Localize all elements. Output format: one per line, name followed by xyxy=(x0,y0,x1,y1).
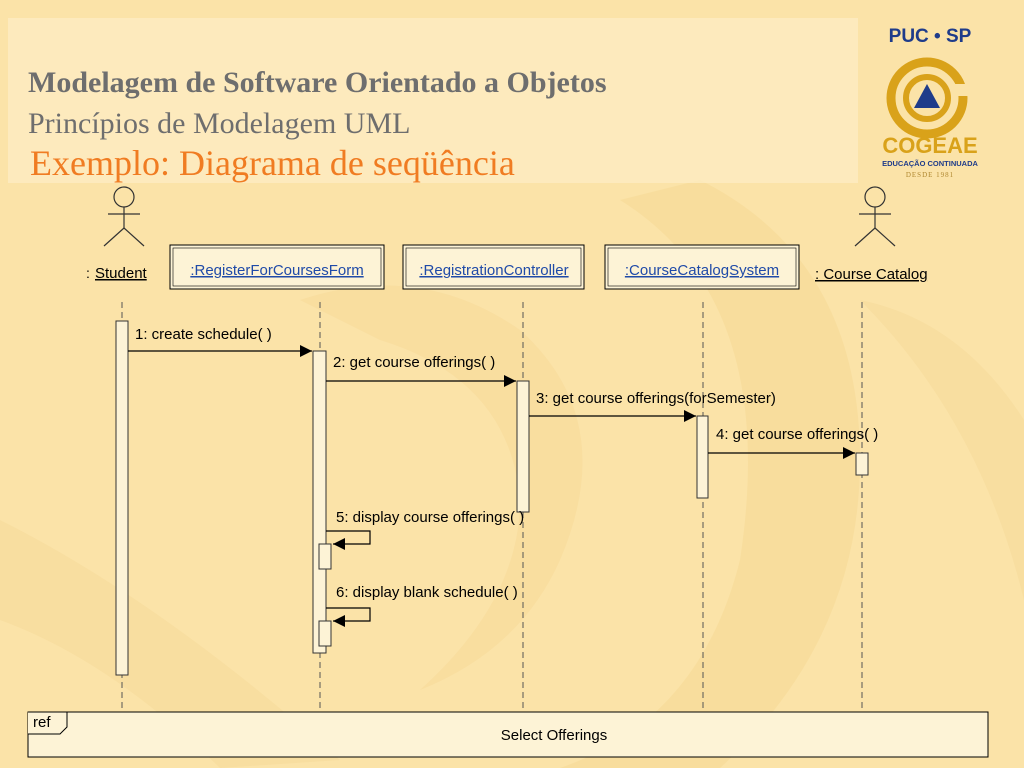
logo-since: DESDE 1981 xyxy=(906,171,954,179)
actor-student-prefix: : xyxy=(86,265,90,281)
message-5: 5: display course offerings( ) xyxy=(326,509,524,550)
object-register-form-label: :RegisterForCoursesForm xyxy=(190,262,363,279)
logo-emblem-icon xyxy=(886,57,968,139)
object-registration-controller-label: :RegistrationController xyxy=(419,262,568,279)
logo-top-text: PUC • SP xyxy=(889,26,972,47)
cogeae-logo: PUC • SP COGEAE EDUCAÇÃO CONTINUADA DESD… xyxy=(882,26,978,179)
activation-course-catalog-system xyxy=(696,415,709,499)
activation-self-6 xyxy=(318,620,332,647)
message-6: 6: display blank schedule( ) xyxy=(326,584,518,627)
object-course-catalog-system-label: :CourseCatalogSystem xyxy=(625,262,779,279)
object-course-catalog-system: :CourseCatalogSystem xyxy=(604,244,800,290)
activation-self-5 xyxy=(318,543,332,570)
ref-fragment-tag: ref xyxy=(33,714,51,731)
stick-figure-icon xyxy=(854,186,896,247)
logo-name: COGEAE xyxy=(882,133,977,158)
message-3: 3: get course offerings(forSemester) xyxy=(529,390,776,422)
activation-student xyxy=(115,320,129,676)
ref-fragment-label: Select Offerings xyxy=(501,727,607,744)
actor-course-catalog: : Course Catalog xyxy=(815,186,928,283)
actor-student: : Student xyxy=(86,186,148,282)
slide-subtitle: Princípios de Modelagem UML xyxy=(28,107,411,140)
header-band xyxy=(8,18,858,183)
object-register-form: :RegisterForCoursesForm xyxy=(169,244,385,290)
message-2-label: 2: get course offerings( ) xyxy=(333,354,495,371)
slide-title: Modelagem de Software Orientado a Objeto… xyxy=(28,66,607,99)
message-3-label: 3: get course offerings(forSemester) xyxy=(536,390,776,407)
activation-register-form xyxy=(312,350,327,654)
message-2: 2: get course offerings( ) xyxy=(326,354,516,387)
message-5-label: 5: display course offerings( ) xyxy=(336,509,524,526)
example-title: Exemplo: Diagrama de seqüência xyxy=(30,143,515,183)
ref-fragment: ref Select Offerings xyxy=(27,711,989,758)
stick-figure-icon xyxy=(103,186,145,247)
object-registration-controller: :RegistrationController xyxy=(402,244,585,290)
message-1: 1: create schedule( ) xyxy=(128,326,312,357)
message-6-label: 6: display blank schedule( ) xyxy=(336,584,518,601)
actor-course-catalog-label: : Course Catalog xyxy=(815,266,928,283)
activation-course-catalog xyxy=(855,452,869,476)
activation-bars xyxy=(115,320,869,676)
logo-tagline: EDUCAÇÃO CONTINUADA xyxy=(882,159,978,168)
actor-student-label: Student xyxy=(95,265,148,282)
activation-registration-controller xyxy=(516,380,530,513)
message-1-label: 1: create schedule( ) xyxy=(135,326,272,343)
message-4: 4: get course offerings( ) xyxy=(708,426,878,459)
message-4-label: 4: get course offerings( ) xyxy=(716,426,878,443)
